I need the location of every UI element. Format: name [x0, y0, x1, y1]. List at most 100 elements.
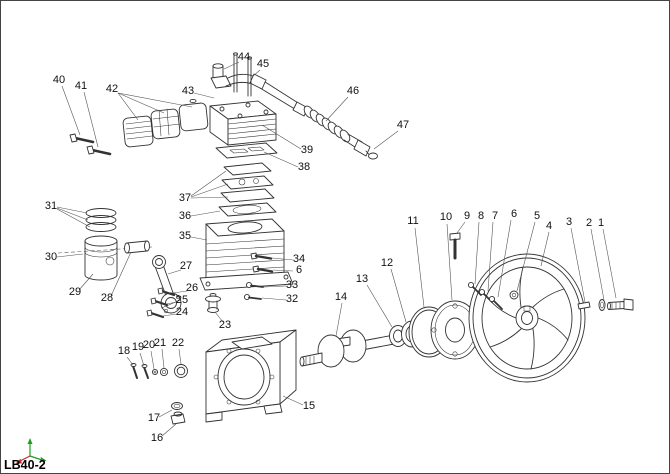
- label-part-38: 38: [298, 161, 310, 173]
- leader-line-part-12: [390, 268, 407, 323]
- label-part-35: 35: [179, 230, 191, 242]
- head-studs: [233, 52, 252, 97]
- leader-line-part-6b: [272, 269, 294, 272]
- label-part-23: 23: [219, 319, 231, 331]
- flywheel-fasteners: [449, 232, 634, 311]
- cylinder-gasket: [218, 202, 277, 217]
- label-part-25: 25: [176, 294, 188, 306]
- leader-line-part-31: [56, 207, 89, 221]
- label-part-13: 13: [356, 273, 368, 285]
- label-part-15: 15: [303, 400, 315, 412]
- label-part-45: 45: [257, 58, 269, 70]
- label-part-27: 27: [180, 260, 192, 272]
- label-part-32: 32: [286, 293, 298, 305]
- label-part-46: 46: [347, 85, 359, 97]
- crankshaft: [299, 329, 397, 368]
- label-part-33: 33: [286, 279, 298, 291]
- leader-line-part-45: [251, 69, 261, 78]
- label-part-18: 18: [118, 345, 130, 357]
- wrist-pin: [124, 240, 150, 254]
- cylinder-head: [209, 100, 277, 146]
- label-part-29: 29: [69, 286, 81, 298]
- leader-line-part-39: [261, 124, 302, 150]
- cylinder: [199, 218, 294, 291]
- label-part-43: 43: [182, 85, 194, 97]
- leader-line-part-4: [540, 231, 550, 267]
- leader-line-part-2: [590, 228, 605, 301]
- leader-line-part-47: [373, 130, 399, 150]
- filter-bolts: [69, 133, 112, 156]
- leader-line-part-41: [83, 91, 99, 148]
- leader-line-part-37: [190, 170, 227, 197]
- label-part-12: 12: [381, 257, 393, 269]
- leader-line-part-34: [271, 257, 294, 261]
- label-part-5: 5: [534, 210, 540, 222]
- axis-icon: [15, 438, 47, 464]
- label-part-16: 16: [151, 432, 163, 444]
- leader-line-part-9: [456, 221, 466, 234]
- leader-line-part-17: [158, 409, 173, 418]
- leader-line-part-31: [56, 208, 91, 228]
- leader-line-part-21: [161, 348, 165, 369]
- leader-line-part-26: [172, 290, 188, 294]
- label-part-21: 21: [154, 337, 166, 349]
- label-part-34: 34: [293, 253, 305, 265]
- label-part-17: 17: [148, 412, 160, 424]
- leader-line-part-43: [193, 92, 215, 99]
- leader-line-part-19: [139, 352, 145, 367]
- label-part-42: 42: [106, 83, 118, 95]
- leader-line-part-20: [150, 350, 155, 370]
- leader-line-part-13: [366, 284, 393, 328]
- leader-line-part-29: [78, 273, 94, 291]
- label-part-28: 28: [101, 292, 113, 304]
- leader-line-part-7: [487, 221, 494, 292]
- leader-line-part-1: [602, 228, 617, 299]
- leader-line-part-22: [178, 348, 182, 365]
- leader-line-part-25: [165, 301, 178, 305]
- label-part-41: 41: [75, 80, 87, 92]
- head-gasket: [215, 142, 278, 159]
- label-part-47: 47: [397, 119, 409, 131]
- crankcase: [205, 329, 297, 423]
- leader-line-part-31: [56, 206, 88, 214]
- oil-plug: [170, 402, 186, 425]
- label-part-3: 3: [566, 216, 572, 228]
- leader-line-part-11: [414, 227, 425, 308]
- leader-line-part-38: [263, 151, 299, 168]
- label-part-24: 24: [176, 306, 188, 318]
- label-part-19: 19: [132, 341, 144, 353]
- leader-line-part-28: [110, 251, 132, 297]
- piston: [84, 235, 118, 281]
- leader-line-part-5: [516, 221, 536, 292]
- label-part-11: 11: [407, 215, 418, 227]
- leader-line-part-18: [126, 356, 134, 366]
- label-part-26: 26: [186, 282, 198, 294]
- label-part-20: 20: [143, 339, 155, 351]
- leader-line-part-15: [282, 395, 304, 406]
- label-part-6b: 6: [296, 264, 302, 276]
- label-part-39: 39: [301, 144, 313, 156]
- label-part-7: 7: [492, 210, 498, 222]
- drawing-title: LB40-2: [4, 458, 46, 472]
- base-fasteners: [130, 363, 188, 379]
- leader-lines: [56, 61, 617, 437]
- leader-line-part-10: [446, 223, 453, 301]
- label-part-1: 1: [598, 217, 604, 229]
- leader-line-part-6: [497, 219, 512, 298]
- leader-line-part-3: [570, 227, 586, 303]
- leader-line-part-16: [161, 423, 177, 437]
- connecting-rod: [152, 255, 182, 314]
- leader-line-part-27: [167, 269, 182, 275]
- leader-line-part-14: [335, 302, 343, 337]
- leader-line-part-42: [117, 92, 165, 114]
- valve-plate-set: [220, 162, 275, 203]
- leader-line-part-33: [263, 285, 287, 288]
- leader-line-part-46: [325, 96, 349, 122]
- leader-line-part-42: [117, 92, 139, 121]
- leader-line-part-32: [261, 297, 287, 301]
- leader-line-part-36: [190, 210, 221, 217]
- label-part-30: 30: [45, 251, 57, 263]
- label-part-6: 6: [511, 208, 517, 220]
- label-part-14: 14: [335, 291, 347, 303]
